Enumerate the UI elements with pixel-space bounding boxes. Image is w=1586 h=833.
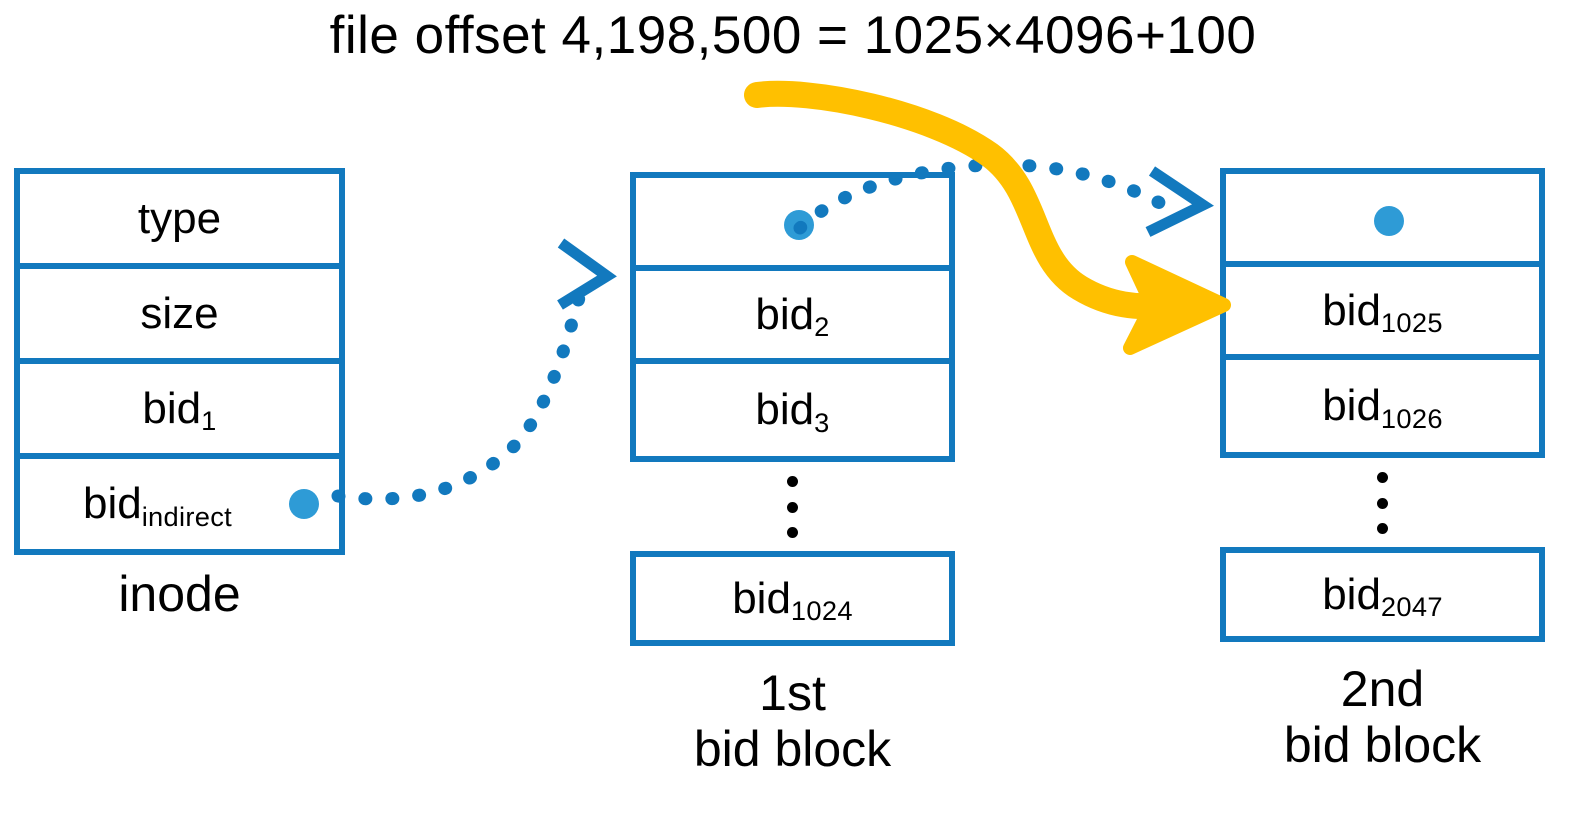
- inode-indirect-pointer-dot: [289, 489, 319, 519]
- first-bid-block-last-row-box: bid1024: [630, 551, 955, 646]
- second-bid-block-row-bid2047: bid2047: [1226, 553, 1539, 636]
- inode-row-size-label: size: [140, 288, 219, 338]
- inode-row-bid-indirect: bidindirect: [20, 459, 339, 549]
- page-title: file offset 4,198,500 = 1025×4096+100: [329, 6, 1257, 65]
- first-bid-block-row-pointer: [636, 178, 949, 271]
- inode-row-bid-indirect-label: bidindirect: [82, 479, 232, 532]
- second-bid-block-row-bid1026-label: bid1026: [1322, 381, 1443, 434]
- first-bid-block-row-bid2: bid2: [636, 271, 949, 364]
- first-bid-block-caption: 1st bid block: [693, 665, 892, 777]
- inode-row-bid1: bid1: [20, 364, 339, 459]
- second-bid-block-caption: 2nd bid block: [1283, 661, 1482, 773]
- first-bid-block-row-bid1024-label: bid1024: [732, 573, 853, 627]
- first-bid-block-row-bid1024: bid1024: [636, 557, 949, 640]
- second-block-pointer-dot: [1374, 206, 1404, 236]
- arrow-inode-to-first-block: [331, 238, 617, 506]
- first-bid-block-row-bid2-label: bid2: [755, 289, 830, 343]
- inode-row-size: size: [20, 269, 339, 364]
- inode-row-type-label: type: [137, 193, 222, 243]
- first-bid-block-row-bid3: bid3: [636, 364, 949, 456]
- first-bid-block-upper: bid2 bid3: [630, 172, 955, 462]
- first-bid-block-row-bid3-label: bid3: [755, 385, 830, 438]
- second-bid-block-ellipsis: [1377, 472, 1388, 534]
- inode-caption: inode: [118, 566, 241, 622]
- second-bid-block-upper: bid1025 bid1026: [1220, 168, 1545, 458]
- second-bid-block-last-row-box: bid2047: [1220, 547, 1545, 642]
- second-bid-block-row-bid1025-label: bid1025: [1322, 285, 1443, 339]
- first-block-pointer-dot: [784, 210, 814, 240]
- second-bid-block-row-pointer: [1226, 174, 1539, 267]
- inode-row-type: type: [20, 174, 339, 269]
- second-bid-block-row-bid1025: bid1025: [1226, 267, 1539, 360]
- first-bid-block-ellipsis: [787, 476, 798, 538]
- second-bid-block-row-bid1026: bid1026: [1226, 360, 1539, 452]
- inode-row-bid1-label: bid1: [142, 383, 217, 437]
- second-bid-block-row-bid2047-label: bid2047: [1322, 569, 1443, 623]
- inode-block: type size bid1 bidindirect: [14, 168, 345, 555]
